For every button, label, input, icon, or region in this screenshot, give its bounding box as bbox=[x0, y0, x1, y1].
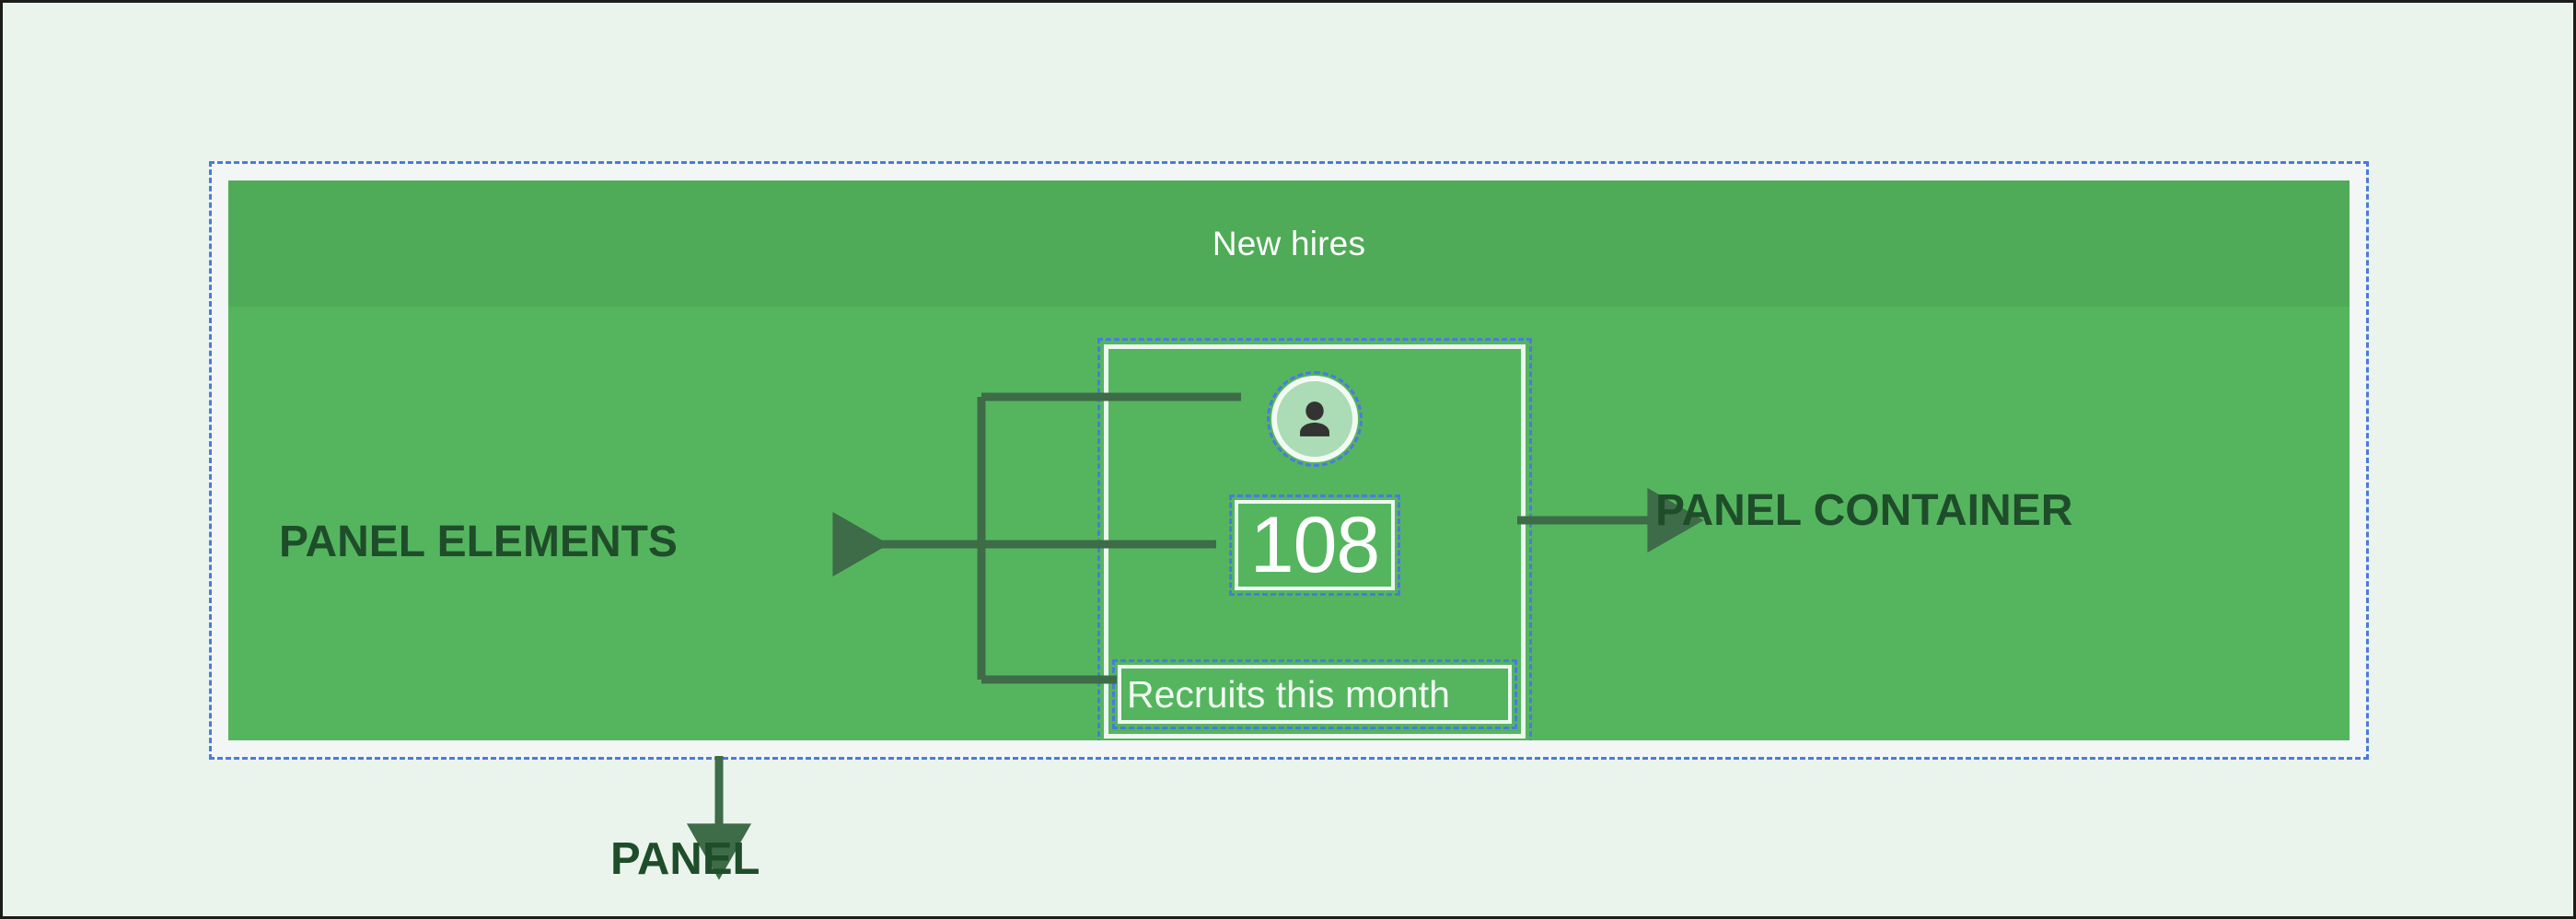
annotation-panel-elements: PANEL ELEMENTS bbox=[279, 518, 678, 566]
panel-element-value-box: 108 bbox=[1235, 500, 1395, 590]
panel-element-label-outline: Recruits this month bbox=[1112, 659, 1517, 729]
panel-element-value-outline: 108 bbox=[1229, 494, 1400, 596]
metric-label: Recruits this month bbox=[1127, 672, 1450, 715]
panel-element-label-box: Recruits this month bbox=[1118, 665, 1512, 724]
panel-header: New hires bbox=[228, 180, 2350, 307]
annotation-panel: PANEL bbox=[610, 834, 760, 884]
panel-container-outline: 108 Recruits this month bbox=[1097, 338, 1532, 740]
metric-value: 108 bbox=[1249, 501, 1380, 589]
panel-container: 108 Recruits this month bbox=[1104, 344, 1526, 739]
user-avatar-icon bbox=[1290, 394, 1340, 444]
avatar bbox=[1271, 376, 1358, 462]
panel-outline: New hires bbox=[209, 161, 2369, 760]
annotation-panel-container: PANEL CONTAINER bbox=[1655, 486, 2073, 535]
panel-title: New hires bbox=[1212, 225, 1366, 262]
panel: New hires bbox=[228, 180, 2350, 740]
panel-element-avatar-outline bbox=[1267, 371, 1363, 467]
